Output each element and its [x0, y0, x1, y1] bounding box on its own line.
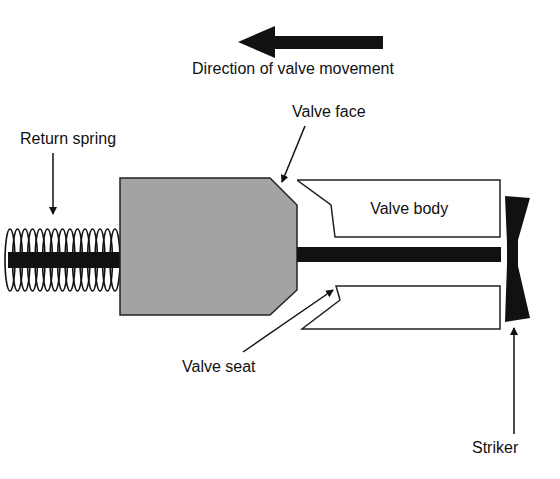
part-label: Valve seat [182, 358, 256, 376]
valve-stem [297, 247, 501, 262]
direction-label: Direction of valve movement [192, 60, 394, 78]
valve-body: Valve body [297, 178, 501, 239]
valve-body-lower [302, 286, 500, 329]
striker [505, 196, 530, 322]
part-label: Return spring [20, 130, 116, 148]
valve-plunger [120, 178, 297, 315]
direction-arrow [238, 26, 383, 58]
part-label: Striker [472, 439, 518, 457]
leader-lines [53, 126, 514, 434]
spring-core [8, 252, 120, 268]
part-label: Valve body [370, 200, 448, 218]
part-label: Valve face [292, 103, 366, 121]
return-spring [5, 229, 120, 291]
